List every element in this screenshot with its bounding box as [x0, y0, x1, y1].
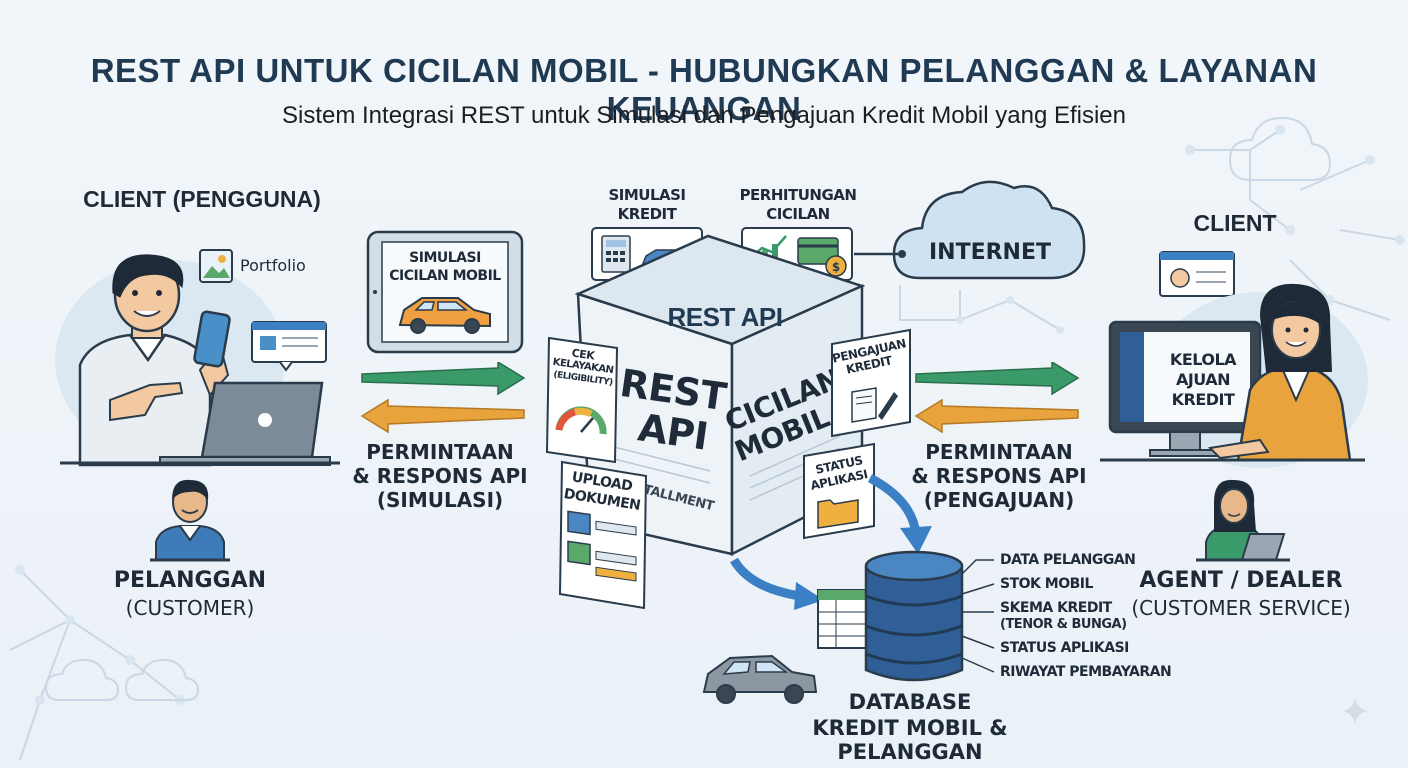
perhitungan-label-1: PERHITUNGAN	[739, 186, 857, 204]
database-illustration	[702, 550, 995, 704]
document-icon	[851, 387, 877, 423]
db-item-riwayat-pembayaran: RIWAYAT PEMBAYARAN	[1000, 664, 1172, 680]
chat-window-icon	[251, 321, 327, 372]
spreadsheet-icon	[817, 589, 875, 649]
monitor-label-3: KREDIT	[1171, 390, 1235, 409]
customer-avatar	[150, 479, 230, 562]
right-flow-line2: & RESPONS API	[911, 464, 1087, 488]
tablet-simulation-screen	[366, 230, 524, 354]
customer-title: PELANGGAN	[113, 568, 267, 593]
cube-to-database-arrows	[730, 474, 932, 610]
svg-text:$: $	[832, 260, 840, 274]
page-title: REST API UNTUK CICILAN MOBIL - HUBUNGKAN…	[90, 52, 1318, 127]
left-request-response-arrows	[360, 362, 526, 434]
agent-title: AGENT / DEALER	[1139, 568, 1343, 593]
db-item-skema-kredit: SKEMA KREDIT	[1000, 600, 1112, 616]
right-flow-line3: (PENGAJUAN)	[923, 488, 1075, 512]
response-arrow-left	[914, 398, 1079, 434]
portfolio-image-icon	[199, 249, 233, 283]
customer-subtitle: (CUSTOMER)	[125, 596, 255, 620]
right-flow-line1: PERMINTAAN	[925, 440, 1073, 464]
database-title: DATABASE	[848, 690, 972, 714]
right-request-response-arrows	[914, 362, 1080, 434]
cube-top-label: REST API	[667, 302, 783, 332]
internet-label: INTERNET	[928, 240, 1052, 265]
pen-icon	[878, 392, 898, 420]
db-item-status-aplikasi: STATUS APLIKASI	[1000, 640, 1129, 656]
left-flow-line3: (SIMULASI)	[376, 488, 504, 512]
internet-cloud-icon	[892, 180, 1086, 280]
perhitungan-label-2: CICILAN	[766, 205, 830, 223]
credit-application-card	[831, 328, 911, 438]
left-flow-line2: & RESPONS API	[352, 464, 528, 488]
upload-document-card	[558, 460, 648, 610]
agent-subtitle: (CUSTOMER SERVICE)	[1131, 596, 1351, 620]
eligibility-check-card	[545, 336, 619, 464]
tablet-label-line2: CICILAN MOBIL	[389, 268, 501, 284]
db-item-tenor-bunga: (TENOR & BUNGA)	[1000, 617, 1127, 632]
profile-window-icon	[1159, 251, 1235, 297]
client-agent-title: CLIENT	[1193, 210, 1277, 236]
laptop-icon	[1240, 533, 1286, 561]
monitor-label-2: AJUAN	[1175, 370, 1231, 389]
portfolio-label: Portfolio	[240, 256, 306, 275]
left-flow-line1: PERMINTAAN	[366, 440, 514, 464]
client-user-illustration	[55, 254, 340, 467]
request-arrow-right	[361, 362, 526, 396]
client-user-title: CLIENT (PENGGUNA)	[83, 186, 321, 212]
agent-workstation-illustration	[1100, 283, 1368, 468]
gauge-icon	[580, 417, 594, 433]
database-subtitle: KREDIT MOBIL & PELANGGAN	[812, 716, 1008, 764]
sim-kredit-label-2: KREDIT	[617, 205, 677, 223]
database-cylinder-icon	[864, 550, 964, 682]
response-arrow-left	[360, 398, 525, 434]
coin-icon	[825, 255, 847, 277]
tablet-label-line1: SIMULASI	[409, 250, 481, 266]
car-icon	[702, 654, 818, 704]
sim-kredit-label-1: SIMULASI	[608, 186, 686, 204]
status-application-card	[803, 442, 875, 540]
folder-icon	[817, 499, 859, 529]
db-item-data-pelanggan: DATA PELANGGAN	[1000, 552, 1136, 568]
sparkle-icon	[1342, 698, 1368, 724]
db-item-stok-mobil: STOK MOBIL	[1000, 576, 1093, 592]
page-subtitle: Sistem Integrasi REST untuk Simulasi dan…	[282, 102, 1126, 129]
agent-dealer-avatar	[1196, 479, 1290, 562]
monitor-label-1: KELOLA	[1169, 350, 1237, 369]
cube-to-internet-connector	[854, 250, 906, 258]
request-arrow-right	[915, 362, 1080, 396]
